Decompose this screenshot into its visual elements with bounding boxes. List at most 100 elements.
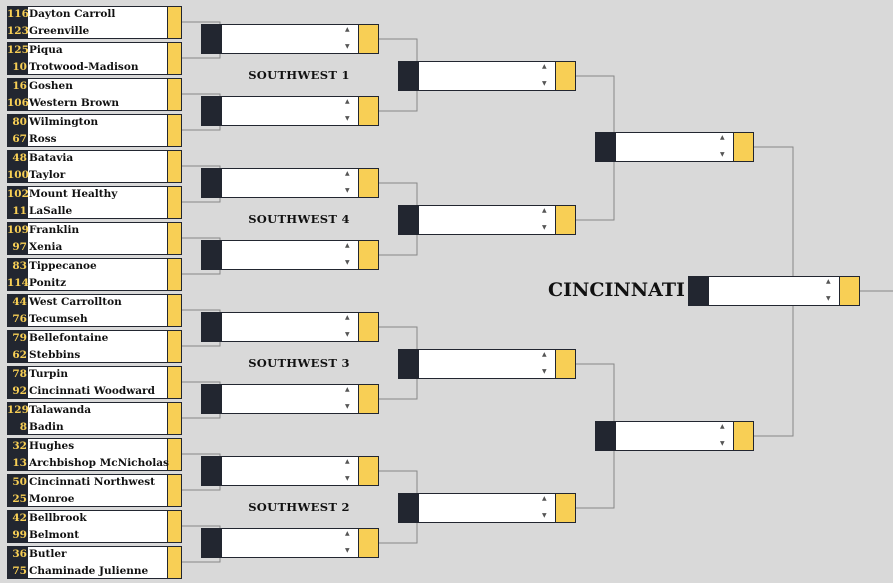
chevron-up-icon: ▲ [345, 314, 350, 321]
team-seed: 109 [7, 224, 29, 236]
chevron-up-icon: ▲ [826, 278, 831, 285]
chevron-up-icon: ▲ [542, 63, 547, 70]
slot-seed-box [201, 24, 221, 54]
chevron-down-icon: ▼ [345, 547, 350, 554]
team-names-box [27, 510, 169, 543]
seed-column [7, 330, 27, 363]
team-seed: 116 [7, 8, 29, 20]
chevron-up-icon: ▲ [720, 134, 725, 141]
slot-seed-box [201, 312, 221, 342]
winner-select-round4[interactable]: ▲▼ [595, 421, 754, 451]
winner-dropdown[interactable] [615, 421, 734, 451]
chevron-up-icon: ▲ [345, 458, 350, 465]
seed-column [7, 186, 27, 219]
team-name: Stebbins [29, 349, 81, 361]
winner-select-round2[interactable]: ▲▼ [201, 240, 379, 270]
score-box [167, 438, 182, 471]
winner-select-round3[interactable]: ▲▼ [398, 349, 576, 379]
winner-dropdown[interactable] [418, 349, 556, 379]
team-seed: 79 [12, 332, 27, 344]
winner-select-round2[interactable]: ▲▼ [201, 24, 379, 54]
team-name: Batavia [29, 152, 74, 164]
winner-dropdown[interactable] [221, 456, 359, 486]
team-name: Cincinnati Northwest [29, 476, 156, 488]
team-seed: 36 [12, 548, 27, 560]
winner-select-round2[interactable]: ▲▼ [201, 312, 379, 342]
team-name: Xenia [29, 241, 63, 253]
slot-seed-box [595, 421, 615, 451]
chevron-up-icon: ▲ [345, 530, 350, 537]
winner-select-round2[interactable]: ▲▼ [201, 168, 379, 198]
winner-dropdown[interactable] [221, 528, 359, 558]
slot-seed-box [398, 349, 418, 379]
winner-select-round2[interactable]: ▲▼ [201, 384, 379, 414]
team-seed: 32 [12, 440, 27, 452]
score-box [555, 349, 576, 379]
team-name: Tippecanoe [29, 260, 97, 272]
team-name: Badin [29, 421, 64, 433]
team-names-box [27, 438, 169, 471]
score-box [167, 330, 182, 363]
winner-select-round3[interactable]: ▲▼ [398, 493, 576, 523]
score-box [555, 493, 576, 523]
winner-dropdown[interactable] [221, 96, 359, 126]
team-seed: 97 [12, 241, 27, 253]
winner-select-round2[interactable]: ▲▼ [201, 456, 379, 486]
winner-dropdown[interactable] [221, 240, 359, 270]
score-box [167, 294, 182, 327]
team-seed: 50 [12, 476, 27, 488]
score-box [167, 546, 182, 579]
winner-select-round3[interactable]: ▲▼ [398, 205, 576, 235]
chevron-up-icon: ▲ [345, 386, 350, 393]
winner-dropdown[interactable] [221, 312, 359, 342]
score-box [358, 240, 379, 270]
winner-select-round2[interactable]: ▲▼ [201, 528, 379, 558]
winner-dropdown[interactable] [708, 276, 840, 306]
score-box [358, 168, 379, 198]
winner-select-round2[interactable]: ▲▼ [201, 96, 379, 126]
team-seed: 42 [12, 512, 27, 524]
winner-dropdown[interactable] [418, 205, 556, 235]
winner-dropdown[interactable] [221, 24, 359, 54]
seed-column [7, 150, 27, 183]
team-seed: 106 [7, 97, 29, 109]
score-box [555, 205, 576, 235]
team-name: Mount Healthy [29, 188, 118, 200]
champion-label: CINCINNATI [548, 279, 685, 301]
chevron-down-icon: ▼ [345, 115, 350, 122]
winner-dropdown[interactable] [221, 384, 359, 414]
team-seed: 125 [7, 44, 29, 56]
winner-dropdown[interactable] [221, 168, 359, 198]
team-name: Ponitz [29, 277, 67, 289]
team-seed: 129 [7, 404, 29, 416]
slot-seed-box [201, 384, 221, 414]
score-box [167, 510, 182, 543]
team-name: Belmont [29, 529, 80, 541]
team-name: Turpin [29, 368, 68, 380]
slot-seed-box [201, 168, 221, 198]
team-name: Ross [29, 133, 57, 145]
team-seed: 8 [19, 421, 27, 433]
team-names-box [27, 402, 169, 435]
seed-column [7, 546, 27, 579]
winner-select-round3[interactable]: ▲▼ [398, 61, 576, 91]
chevron-down-icon: ▼ [345, 331, 350, 338]
team-name: Piqua [29, 44, 63, 56]
winner-select-round4[interactable]: ▲▼ [595, 132, 754, 162]
winner-dropdown[interactable] [418, 493, 556, 523]
winner-select-final[interactable]: ▲▼ [688, 276, 860, 306]
team-name: Taylor [29, 169, 66, 181]
region-label-southwest-4: SOUTHWEST 4 [248, 212, 350, 226]
team-names-box [27, 330, 169, 363]
team-name: Goshen [29, 80, 73, 92]
winner-dropdown[interactable] [418, 61, 556, 91]
winner-dropdown[interactable] [615, 132, 734, 162]
seed-column [7, 366, 27, 399]
